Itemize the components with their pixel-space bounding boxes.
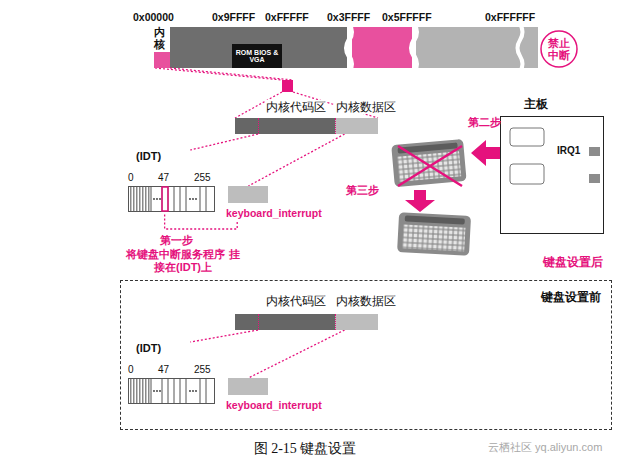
handler-label: keyboard_interrupt: [226, 399, 322, 411]
panel-label: 键盘设置前: [541, 289, 601, 306]
zoom-square: [282, 80, 293, 92]
divider-mark: [258, 314, 259, 330]
idt-cells: [128, 378, 215, 404]
label-anchor: 键盘设置后: [543, 255, 603, 269]
index-number: 255: [194, 364, 211, 376]
status-label: 禁止中断: [548, 37, 571, 61]
step-arrow: [471, 140, 500, 166]
step-note: 将键盘中断服务程序 挂接在(IDT)上: [126, 248, 240, 274]
handler-block: [228, 186, 268, 203]
table-label: (IDT): [136, 150, 161, 162]
rom-block: ROM BIOS & VGA: [232, 44, 282, 68]
index-number: 255: [194, 172, 211, 184]
label-anchor: 第二步: [468, 116, 501, 129]
handler-block: [228, 378, 268, 395]
index-number: 47: [158, 172, 169, 184]
idt-cells: [128, 186, 215, 212]
divider-mark: [335, 314, 336, 330]
board-parts: [510, 128, 600, 184]
region-label: 内核: [154, 26, 165, 50]
region-label: 内核代码区: [265, 100, 327, 114]
region-label: 内核数据区: [335, 100, 397, 114]
leader-connector: [190, 330, 258, 342]
board-label: 主板: [524, 96, 548, 112]
label-anchor: 第三步: [346, 184, 379, 197]
label-anchor: 0x5FFFFF: [382, 11, 432, 24]
address-label: 0x00000: [133, 11, 174, 24]
label-anchor: 0x3FFFF: [327, 11, 370, 24]
watermark: 云栖社区 yq.aliyun.com: [488, 441, 602, 454]
motherboard: 主板 IRQ1: [500, 96, 604, 234]
memory-bar: [170, 24, 538, 72]
label-anchor: 0x00000: [133, 11, 174, 24]
data-region: 内核数据区: [335, 294, 399, 330]
index-number: 0: [128, 172, 134, 184]
region-band: [235, 118, 335, 134]
label-anchor: 第一步: [160, 234, 193, 247]
address-label: 0x5FFFFF: [382, 11, 432, 24]
region-label: 内核代码区: [265, 294, 327, 308]
status-circle: 禁止中断: [540, 30, 578, 68]
label-anchor: 255: [194, 172, 211, 184]
handler-box: keyboard_interrupt: [226, 186, 338, 222]
pin-label: IRQ1: [557, 145, 580, 156]
caption-anchor: 图 2-15 键盘设置: [220, 440, 390, 458]
region-band: [235, 314, 335, 330]
address-label: 0x3FFFF: [327, 11, 370, 24]
address-label: 0xFFFFF: [265, 11, 309, 24]
index-number: 47: [158, 364, 169, 376]
leader-connector: [190, 134, 258, 150]
handler-box: keyboard_interrupt: [226, 378, 338, 414]
divider-mark: [335, 118, 336, 134]
keyboard-new: [397, 212, 471, 256]
state-label: 键盘设置后: [543, 255, 603, 269]
cross-mark: [398, 146, 462, 186]
board-outline: IRQ1: [500, 116, 604, 234]
label-anchor: 将键盘中断服务程序 挂接在(IDT)上: [126, 248, 240, 274]
leader-connector: [248, 330, 344, 378]
label-anchor: 0: [128, 172, 134, 184]
handler-label: keyboard_interrupt: [226, 207, 322, 219]
address-label: 0x9FFFF: [212, 11, 255, 24]
leader-connector: [248, 134, 344, 186]
code-region: 内核代码区: [235, 294, 335, 330]
figure-caption: 图 2-15 键盘设置: [220, 440, 390, 458]
step-label: 第一步: [160, 234, 193, 247]
label-anchor: 0xFFFFF: [265, 11, 309, 24]
table-label: (IDT): [136, 342, 161, 354]
region-band: [335, 118, 378, 134]
index-number: 0: [128, 364, 134, 376]
label-anchor: 云栖社区 yq.aliyun.com: [488, 441, 602, 454]
before-panel: 键盘设置前 内核代码区内核数据区 (IDT) keyboard_interrupt: [120, 280, 612, 430]
address-label: 0xFFFFFF: [485, 11, 535, 24]
label-anchor: 255: [194, 364, 211, 376]
label-anchor: 0: [128, 364, 134, 376]
code-region: 内核代码区: [235, 100, 335, 134]
kernel-block: [154, 52, 170, 68]
label-anchor: 47: [158, 172, 169, 184]
step-label: 第二步: [468, 116, 501, 129]
keyboard-old: [391, 139, 466, 187]
divider-mark: [258, 118, 259, 134]
kernel-segment: 内核: [154, 26, 170, 68]
region-band: [335, 314, 378, 330]
label-anchor: 47: [158, 364, 169, 376]
label-anchor: 0xFFFFFF: [485, 11, 535, 24]
block-label: ROM BIOS & VGA: [232, 49, 282, 64]
step-label: 第三步: [346, 184, 379, 197]
step-arrow: [405, 190, 435, 212]
data-region: 内核数据区: [335, 100, 399, 134]
region-label: 内核数据区: [335, 294, 397, 308]
label-anchor: 0x9FFFF: [212, 11, 255, 24]
